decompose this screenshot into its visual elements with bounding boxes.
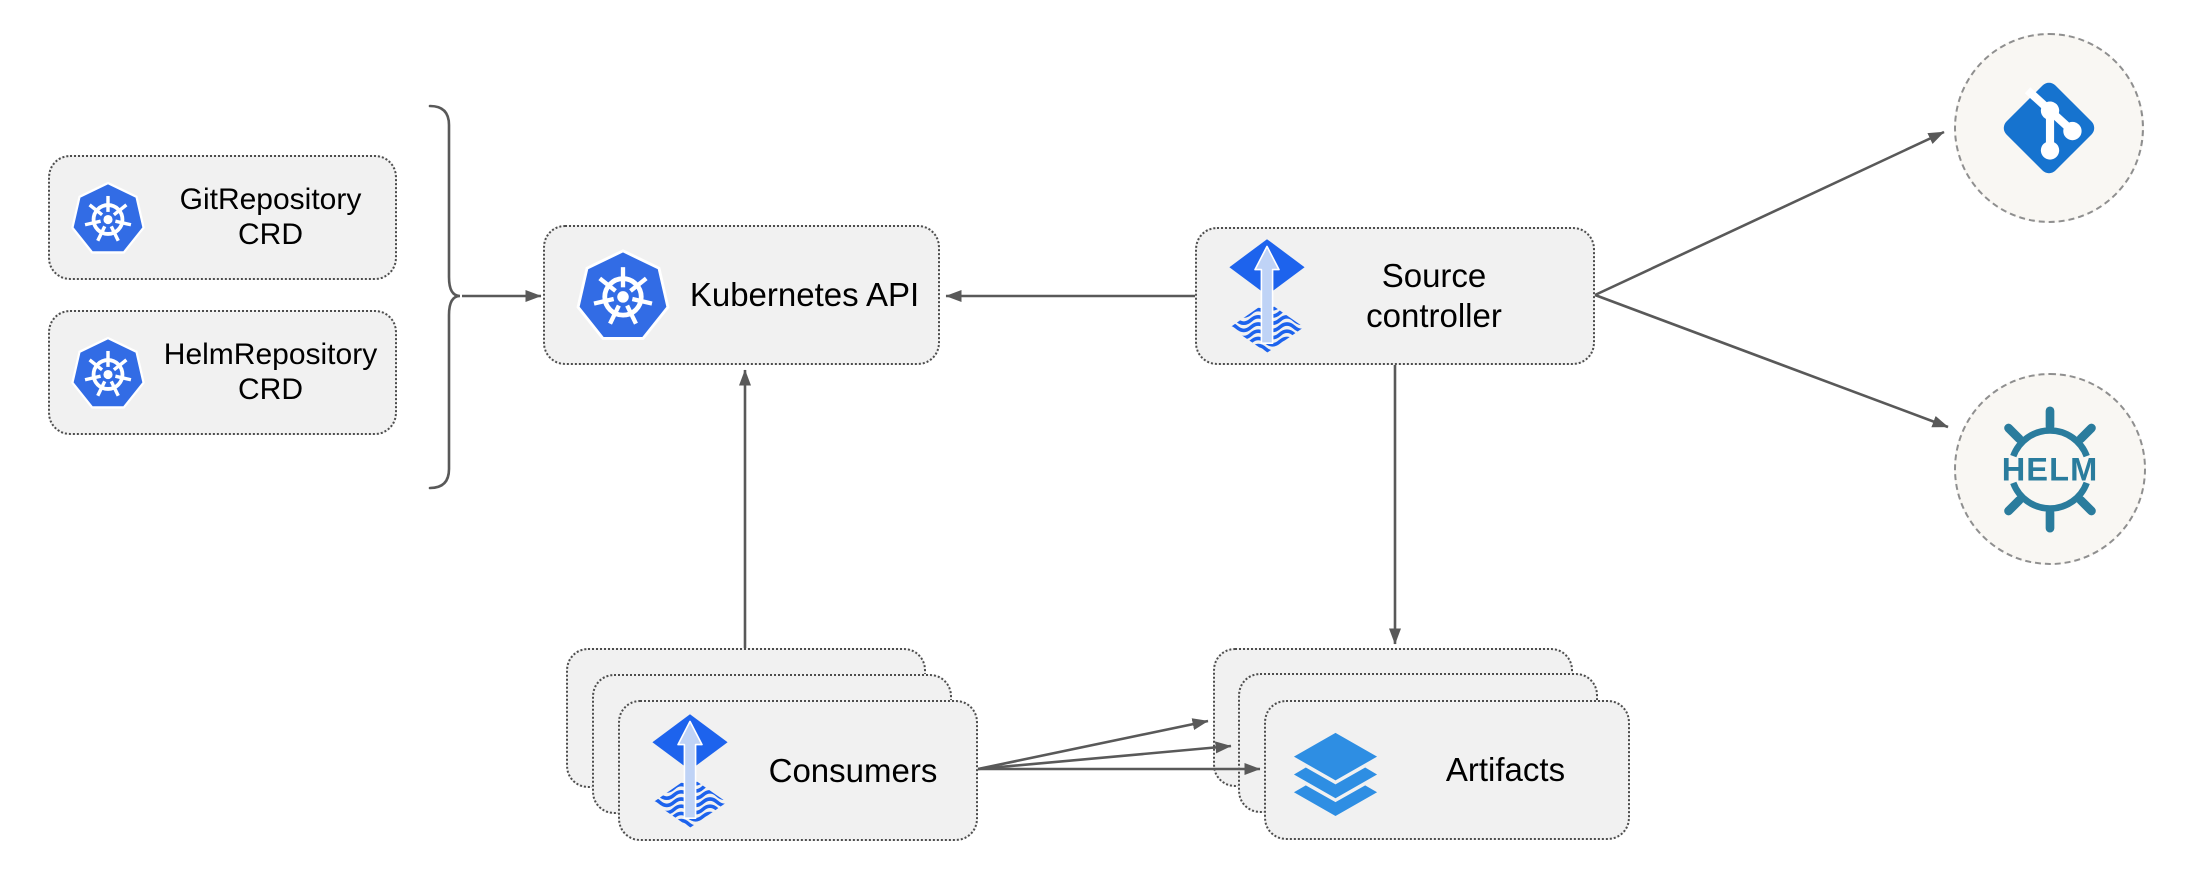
helm-logo-text: HELM: [2002, 451, 2099, 487]
git-icon: [1996, 75, 2102, 181]
helm-icon: HELM: [2002, 406, 2099, 532]
flux-icon: [620, 713, 730, 829]
node-artifacts: Artifacts: [1264, 700, 1630, 840]
node-label: Consumers: [768, 751, 938, 789]
node-label: GitRepository CRD: [179, 182, 362, 251]
node-helmrepository-crd: HelmRepository CRD: [48, 310, 397, 435]
crd-group-brace: [428, 104, 461, 490]
arrow-consumers-to-artifacts-2: [977, 741, 1232, 771]
node-label: HelmRepository CRD: [163, 337, 378, 406]
arrow-source-controller-to-git: [1594, 130, 1945, 297]
arrow-source-controller-to-helm: [1594, 293, 1949, 429]
flux-icon: [1197, 238, 1307, 354]
node-label: Source controller: [1366, 257, 1502, 334]
arrow-consumers-to-artifacts-1: [977, 718, 1209, 771]
node-git-source: [1954, 33, 2144, 223]
kubernetes-icon: [545, 247, 671, 343]
node-label: Artifacts: [1445, 751, 1566, 789]
node-source-controller: Source controller: [1195, 227, 1595, 365]
node-helm-source: HELM: [1954, 373, 2146, 565]
node-kubernetes-api: Kubernetes API: [543, 225, 940, 365]
kubernetes-icon: [50, 180, 146, 256]
node-consumers: Consumers: [618, 700, 978, 841]
node-gitrepository-crd: GitRepository CRD: [48, 155, 397, 280]
node-label: Kubernetes API: [689, 276, 920, 314]
kubernetes-icon: [50, 335, 146, 411]
layers-icon: [1266, 723, 1383, 818]
